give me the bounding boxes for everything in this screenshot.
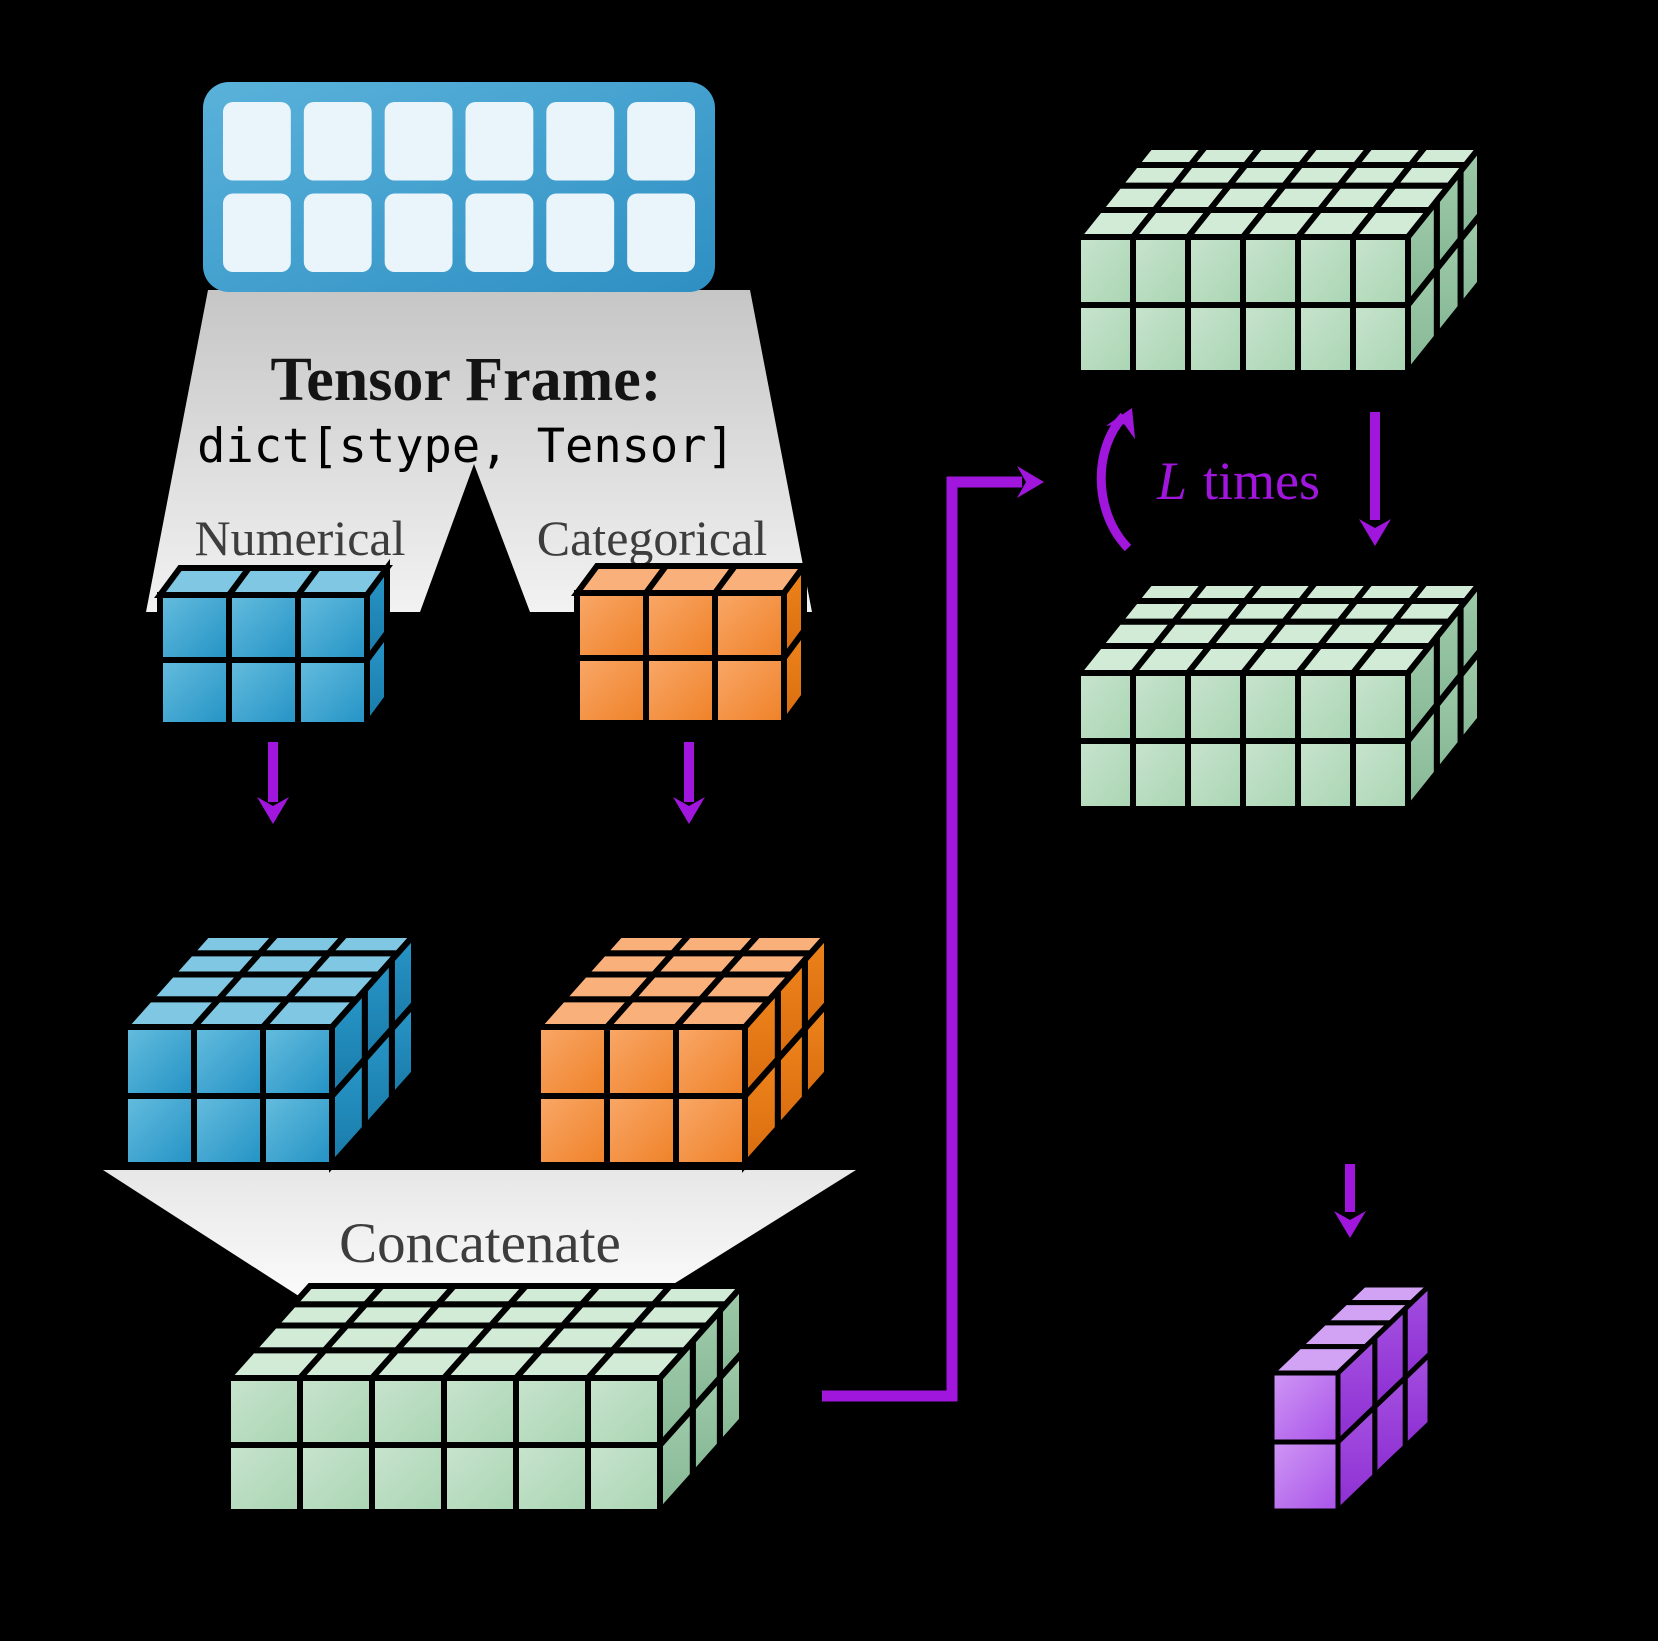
table-cell xyxy=(627,193,695,272)
numerical-embedding xyxy=(118,927,421,1173)
numerical-encoder-arrow xyxy=(257,742,289,824)
l-variable: L xyxy=(1156,451,1187,511)
categorical-label: Categorical xyxy=(537,510,767,566)
concatenate-funnel xyxy=(103,1170,856,1300)
loop-arrow xyxy=(1096,408,1136,552)
tensor-blocks xyxy=(118,138,1487,1520)
times-word: times xyxy=(1203,451,1320,511)
tensor-frame-table-icon xyxy=(203,82,715,292)
numerical-tensor xyxy=(154,558,393,735)
tensor-frame-type-code: dict[stype, Tensor] xyxy=(197,419,735,474)
table-cell xyxy=(546,102,615,181)
table-cell xyxy=(303,193,372,272)
concatenated-tensor xyxy=(221,1278,749,1520)
table-cell xyxy=(627,102,695,181)
tensor-frame-title: Tensor Frame: xyxy=(271,346,662,414)
categorical-encoder-arrow xyxy=(673,742,705,824)
concat-to-convs-arrow xyxy=(822,466,1044,1402)
table-cell xyxy=(384,102,453,181)
categorical-tensor xyxy=(571,556,810,733)
table-cell xyxy=(223,193,291,272)
conv-layer-arrow xyxy=(1359,412,1391,546)
table-cell xyxy=(223,102,291,181)
table-cell xyxy=(303,102,372,181)
row-embedding xyxy=(1265,1279,1437,1517)
categorical-embedding xyxy=(531,927,834,1173)
numerical-label: Numerical xyxy=(194,510,405,566)
table-cell xyxy=(384,193,453,272)
table-cell xyxy=(546,193,615,272)
table-cell xyxy=(465,193,534,272)
concatenate-label: Concatenate xyxy=(339,1212,621,1275)
decoder-arrow xyxy=(1334,1164,1366,1238)
table-cell xyxy=(465,102,534,181)
encoder-funnel xyxy=(146,290,812,612)
hidden-tensor-input xyxy=(1071,138,1487,382)
flow-arrows xyxy=(257,408,1391,1402)
hidden-tensor-output xyxy=(1071,574,1487,818)
